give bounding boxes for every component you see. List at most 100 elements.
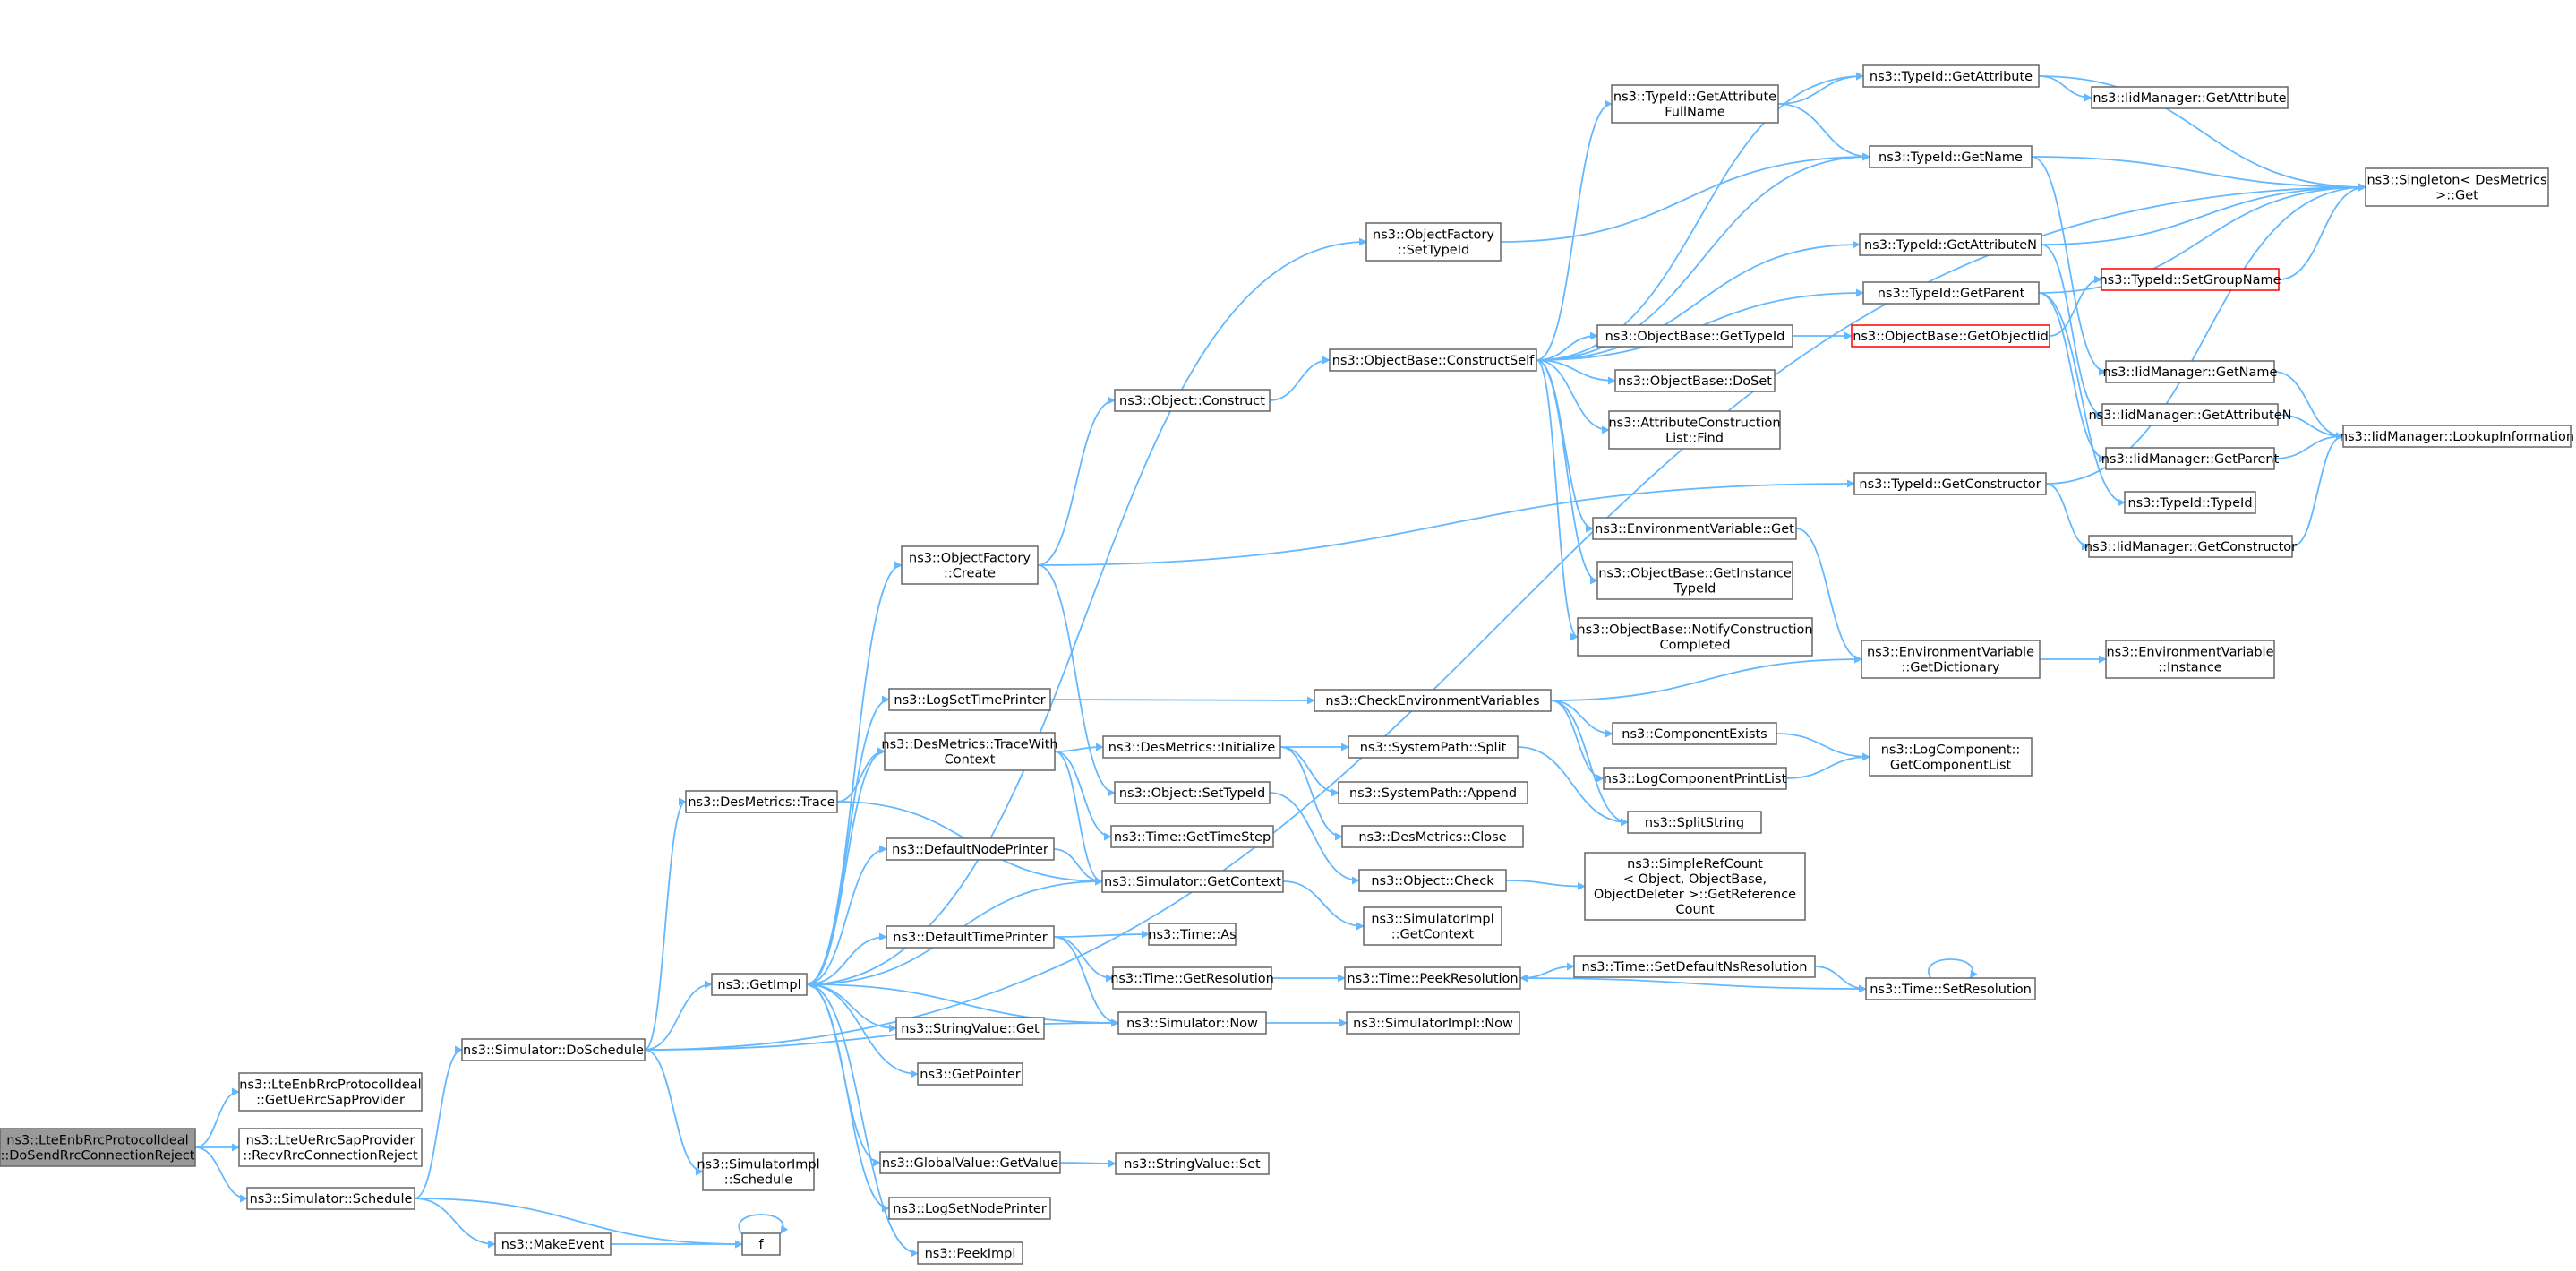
node-objconst[interactable]: ns3::Object::Construct: [1114, 389, 1271, 412]
node-box[interactable]: [1110, 825, 1274, 848]
node-envget[interactable]: ns3::EnvironmentVariable::Get: [1592, 517, 1797, 540]
node-srcgrc[interactable]: ns3::SimpleRefCount< Object, ObjectBase,…: [1584, 852, 1806, 921]
node-box[interactable]: [461, 1038, 646, 1061]
node-svset[interactable]: ns3::StringValue::Set: [1115, 1152, 1270, 1175]
node-box[interactable]: [879, 1151, 1061, 1174]
node-tidgetname[interactable]: ns3::TypeId::GetName: [1869, 145, 2033, 168]
node-tidgetctor[interactable]: ns3::TypeId::GetConstructor: [1853, 472, 2047, 495]
node-box[interactable]: [1612, 722, 1777, 745]
node-box[interactable]: [2124, 491, 2256, 514]
node-box[interactable]: [246, 1187, 415, 1210]
node-splitstr[interactable]: ns3::SplitString: [1627, 811, 1762, 834]
node-box[interactable]: [1859, 233, 2042, 256]
node-tpeek[interactable]: ns3::Time::PeekResolution: [1344, 966, 1521, 990]
node-checkenv[interactable]: ns3::CheckEnvironmentVariables: [1314, 689, 1552, 712]
node-box[interactable]: [888, 688, 1051, 711]
node-box[interactable]: [741, 1232, 781, 1256]
node-logsettp[interactable]: ns3::LogSetTimePrinter: [888, 688, 1051, 711]
node-tidgetattrn[interactable]: ns3::TypeId::GetAttributeN: [1859, 233, 2042, 256]
node-compexists[interactable]: ns3::ComponentExists: [1612, 722, 1777, 745]
node-box[interactable]: [2101, 268, 2280, 291]
node-box[interactable]: [1853, 472, 2047, 495]
node-box[interactable]: [2091, 86, 2289, 109]
node-simimplnow[interactable]: ns3::SimulatorImpl::Now: [1346, 1011, 1520, 1035]
node-box[interactable]: [1358, 869, 1507, 892]
node-obdoset[interactable]: ns3::ObjectBase::DoSet: [1614, 369, 1776, 392]
node-getUe[interactable]: ns3::LteEnbRrcProtocolIdeal::GetUeRrcSap…: [238, 1072, 423, 1112]
node-logsetnp[interactable]: ns3::LogSetNodePrinter: [888, 1197, 1051, 1220]
node-obcs[interactable]: ns3::ObjectBase::ConstructSelf: [1329, 348, 1537, 372]
node-mkev[interactable]: ns3::MakeEvent: [494, 1232, 612, 1256]
node-iidgetparent[interactable]: ns3::IidManager::GetParent: [2101, 447, 2280, 470]
node-box[interactable]: [685, 790, 838, 813]
node-ofcreate[interactable]: ns3::ObjectFactory::Create: [901, 545, 1039, 585]
node-box[interactable]: [1577, 617, 1813, 657]
node-gvget[interactable]: ns3::GlobalValue::GetValue: [879, 1151, 1061, 1174]
node-box[interactable]: [1346, 1011, 1520, 1035]
node-box[interactable]: [1592, 517, 1797, 540]
node-box[interactable]: [886, 837, 1055, 861]
node-box[interactable]: [1329, 348, 1537, 372]
node-iidgetattr[interactable]: ns3::IidManager::GetAttribute: [2091, 86, 2289, 109]
node-box[interactable]: [1348, 735, 1519, 759]
node-box[interactable]: [1608, 410, 1781, 450]
node-box[interactable]: [1584, 852, 1806, 921]
node-iidgetname[interactable]: ns3::IidManager::GetName: [2103, 360, 2278, 383]
node-box[interactable]: [886, 925, 1055, 949]
node-obgettid[interactable]: ns3::ObjectBase::GetTypeId: [1596, 324, 1793, 348]
node-box[interactable]: [1365, 222, 1502, 262]
node-simimplsched[interactable]: ns3::SimulatorImpl::Schedule: [697, 1152, 820, 1191]
node-objsettid[interactable]: ns3::Object::SetTypeId: [1114, 781, 1271, 804]
node-box[interactable]: [901, 545, 1039, 585]
node-spappend[interactable]: ns3::SystemPath::Append: [1338, 781, 1528, 804]
node-box[interactable]: [2365, 167, 2549, 207]
node-box[interactable]: [1341, 825, 1524, 848]
node-box[interactable]: [0, 1128, 196, 1167]
node-box[interactable]: [1596, 324, 1793, 348]
node-objcheck[interactable]: ns3::Object::Check: [1358, 869, 1507, 892]
node-tidgetparent[interactable]: ns3::TypeId::GetParent: [1862, 281, 2040, 305]
node-obgetoiid[interactable]: ns3::ObjectBase::GetObjectIid: [1851, 324, 2050, 348]
node-box[interactable]: [1112, 966, 1272, 990]
node-box[interactable]: [1861, 640, 2041, 679]
node-box[interactable]: [1117, 1011, 1267, 1035]
node-box[interactable]: [2105, 447, 2275, 470]
node-box[interactable]: [238, 1072, 423, 1112]
node-lcprint[interactable]: ns3::LogComponentPrintList: [1603, 767, 1787, 790]
node-box[interactable]: [917, 1062, 1023, 1086]
node-box[interactable]: [917, 1241, 1023, 1265]
node-tas[interactable]: ns3::Time::As: [1148, 923, 1237, 946]
node-simnow[interactable]: ns3::Simulator::Now: [1117, 1011, 1267, 1035]
node-recv[interactable]: ns3::LteUeRrcSapProvider::RecvRrcConnect…: [238, 1128, 423, 1167]
node-f[interactable]: f: [741, 1232, 781, 1256]
node-tsetres[interactable]: ns3::Time::SetResolution: [1865, 977, 2036, 1000]
node-box[interactable]: [2088, 535, 2293, 558]
node-box[interactable]: [1314, 689, 1552, 712]
node-simimplgetctx[interactable]: ns3::SimulatorImpl::GetContext: [1363, 906, 1502, 946]
node-box[interactable]: [884, 732, 1056, 771]
node-tidsetgroup[interactable]: ns3::TypeId::SetGroupName: [2099, 268, 2281, 291]
node-envinst[interactable]: ns3::EnvironmentVariable::Instance: [2105, 640, 2275, 679]
node-tsetdefns[interactable]: ns3::Time::SetDefaultNsResolution: [1573, 955, 1816, 978]
node-tidtid[interactable]: ns3::TypeId::TypeId: [2124, 491, 2256, 514]
node-box[interactable]: [1611, 84, 1779, 124]
node-dosched[interactable]: ns3::Simulator::DoSchedule: [461, 1038, 646, 1061]
node-simgetctx[interactable]: ns3::Simulator::GetContext: [1101, 870, 1284, 893]
node-box[interactable]: [2101, 403, 2279, 426]
node-box[interactable]: [1102, 735, 1281, 759]
node-spsplit[interactable]: ns3::SystemPath::Split: [1348, 735, 1519, 759]
node-box[interactable]: [1363, 906, 1502, 946]
node-box[interactable]: [1114, 389, 1271, 412]
node-box[interactable]: [1596, 561, 1793, 600]
node-box[interactable]: [2105, 360, 2275, 383]
node-box[interactable]: [1614, 369, 1776, 392]
node-box[interactable]: [1627, 811, 1762, 834]
node-box[interactable]: [1344, 966, 1521, 990]
node-box[interactable]: [1851, 324, 2050, 348]
node-box[interactable]: [1573, 955, 1816, 978]
node-box[interactable]: [1865, 977, 2036, 1000]
node-dminit[interactable]: ns3::DesMetrics::Initialize: [1102, 735, 1281, 759]
